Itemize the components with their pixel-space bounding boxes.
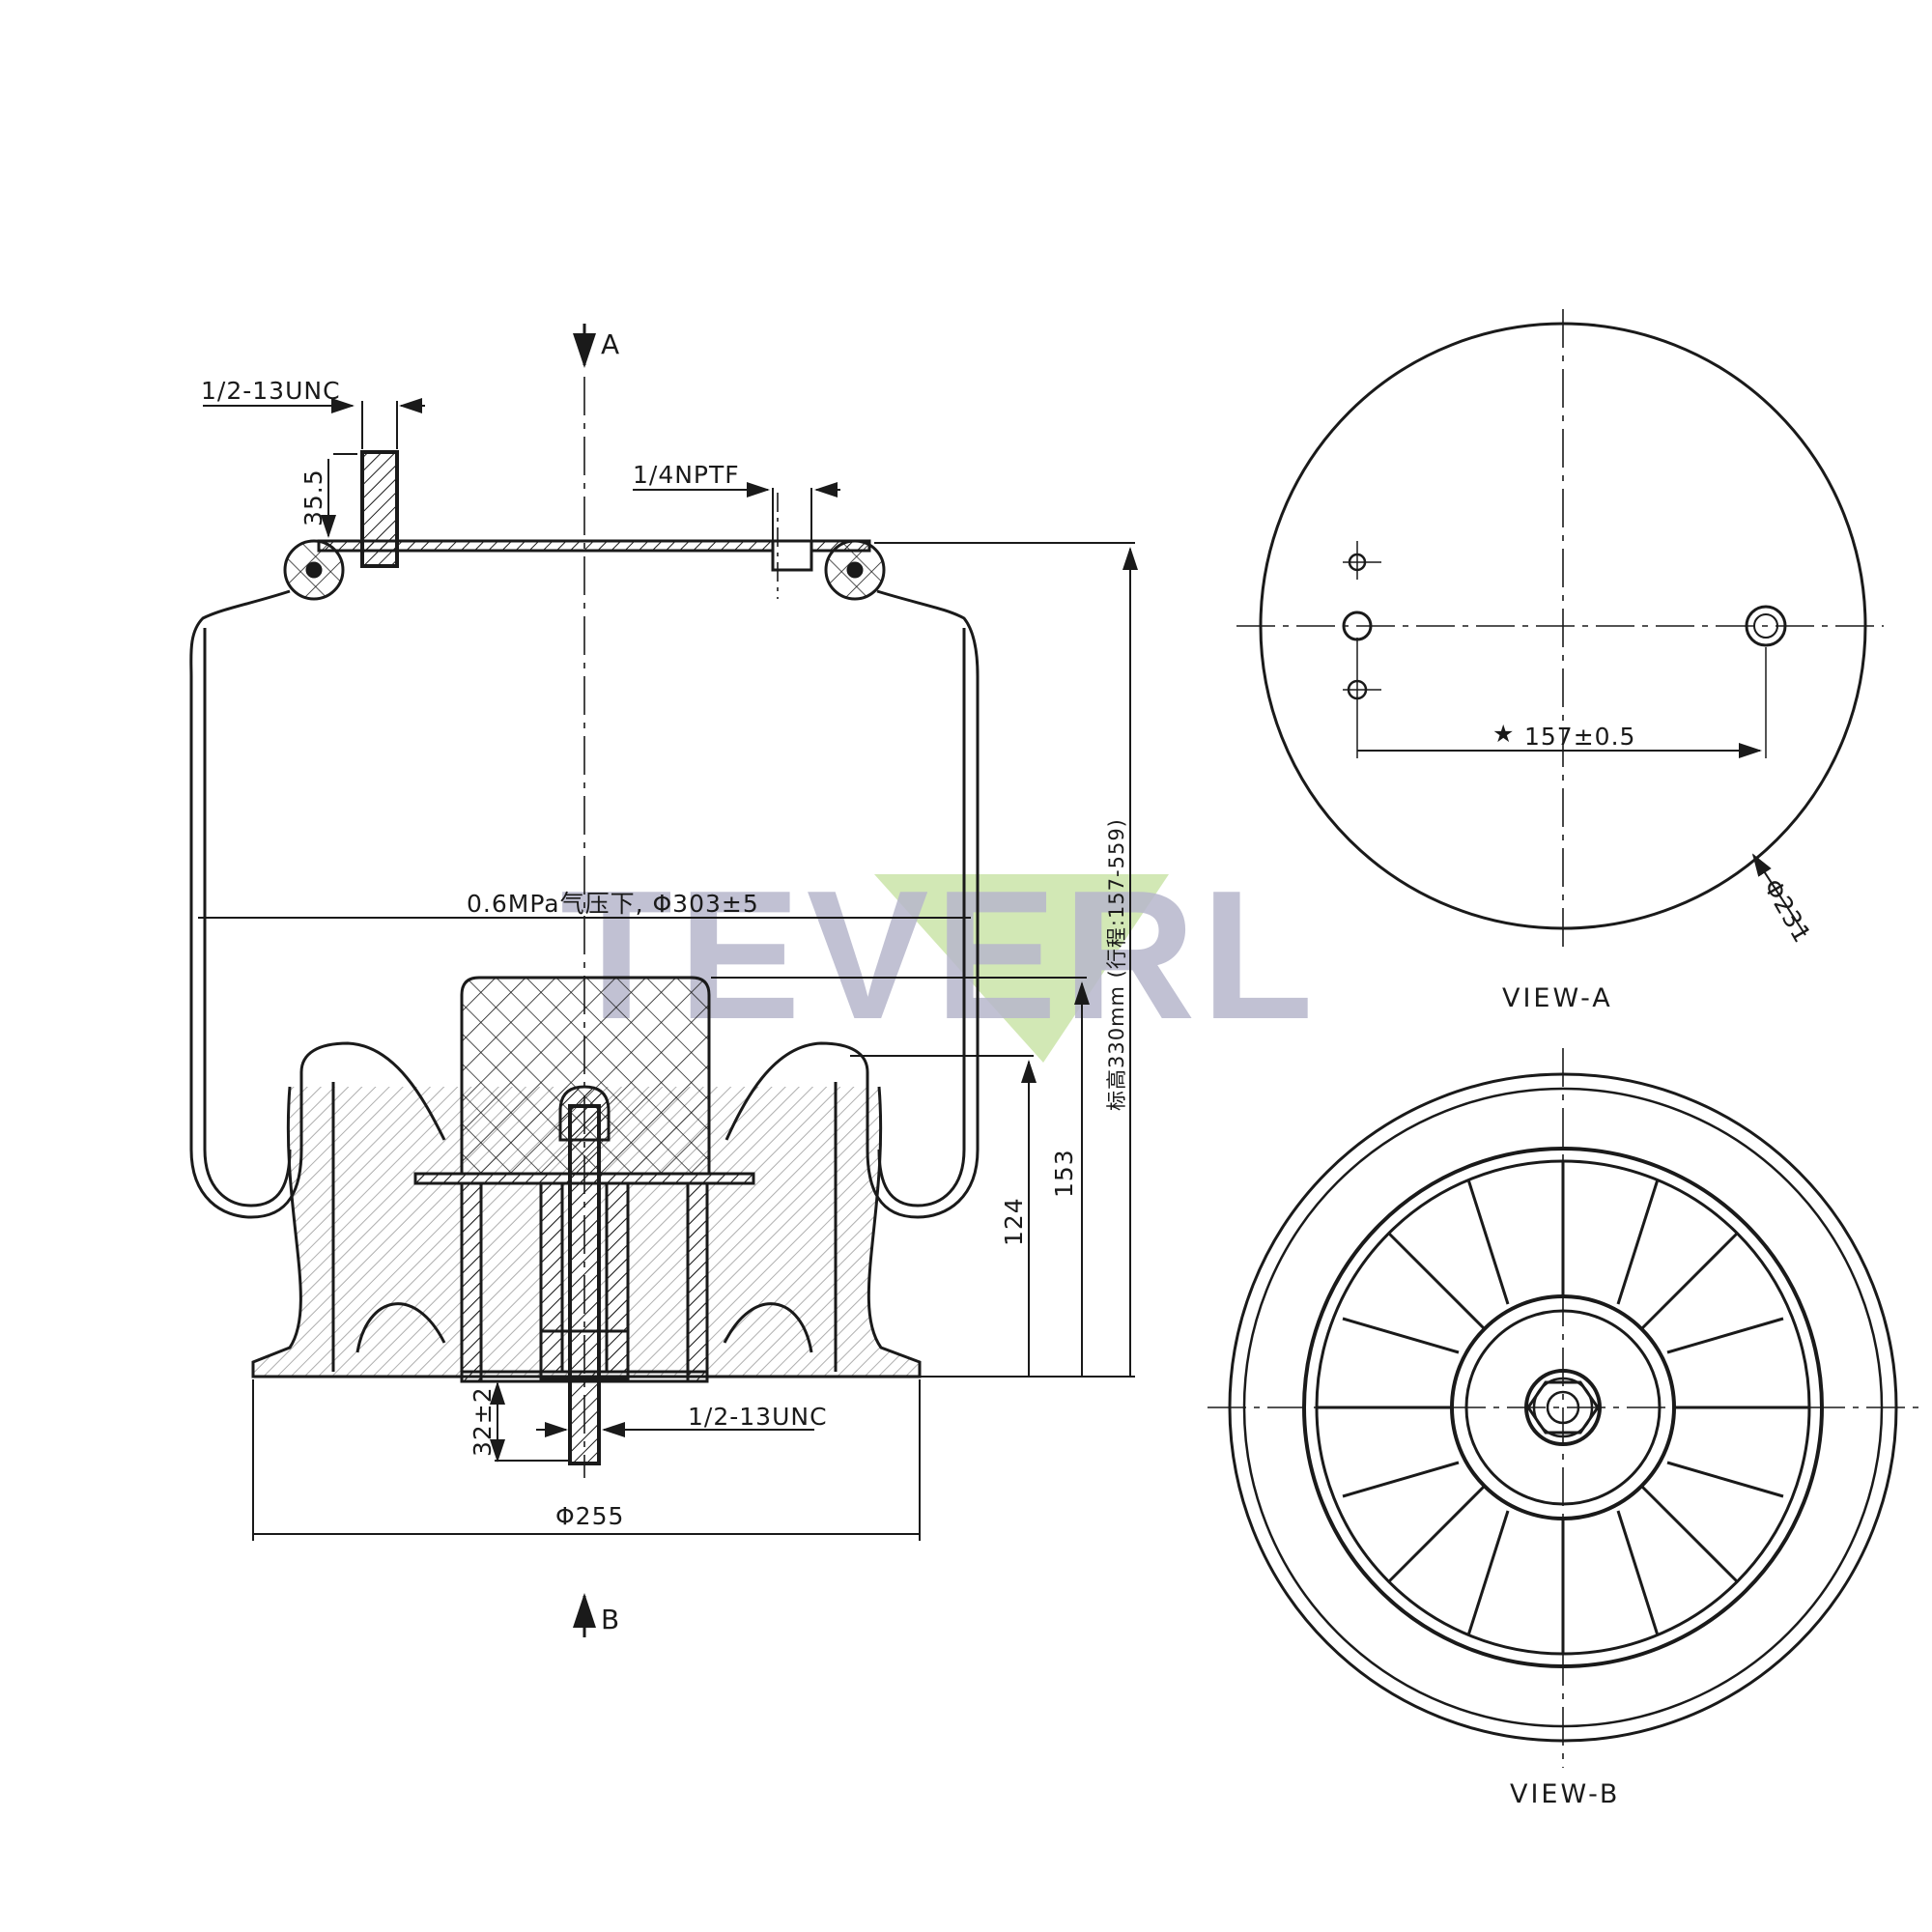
design-height-label: 标高330mm (行程:157-559) (1105, 818, 1128, 1111)
view-b-graphic (1208, 1048, 1922, 1768)
view-a-graphic (1236, 309, 1884, 947)
dimension-lines (198, 324, 1138, 1637)
stud-spacing-label: 157±0.5 (1524, 723, 1636, 751)
piston-height-label: 124 (1000, 1197, 1028, 1246)
air-fitting-thread-label: 1/4NPTF (633, 461, 740, 489)
inflated-diameter-label: 0.6MPa气压下, Φ303±5 (467, 890, 759, 918)
top-stud-thread-label: 1/2-13UNC (201, 377, 341, 405)
bottom-stud-length-label: 32±2 (469, 1386, 497, 1457)
stud-spacing-star-icon: ★ (1492, 720, 1516, 748)
piston-base-diameter-label: Φ255 (555, 1502, 625, 1530)
bumper-height-label: 153 (1050, 1149, 1078, 1198)
section-marker-a: A (601, 328, 621, 360)
view-a-label: VIEW-A (1502, 983, 1613, 1013)
bottom-stud-thread-label: 1/2-13UNC (688, 1403, 828, 1431)
section-marker-b: B (601, 1604, 621, 1635)
top-stud-height-label: 35.5 (299, 469, 327, 526)
side-section-view (189, 377, 980, 1478)
view-b-label: VIEW-B (1510, 1779, 1621, 1809)
